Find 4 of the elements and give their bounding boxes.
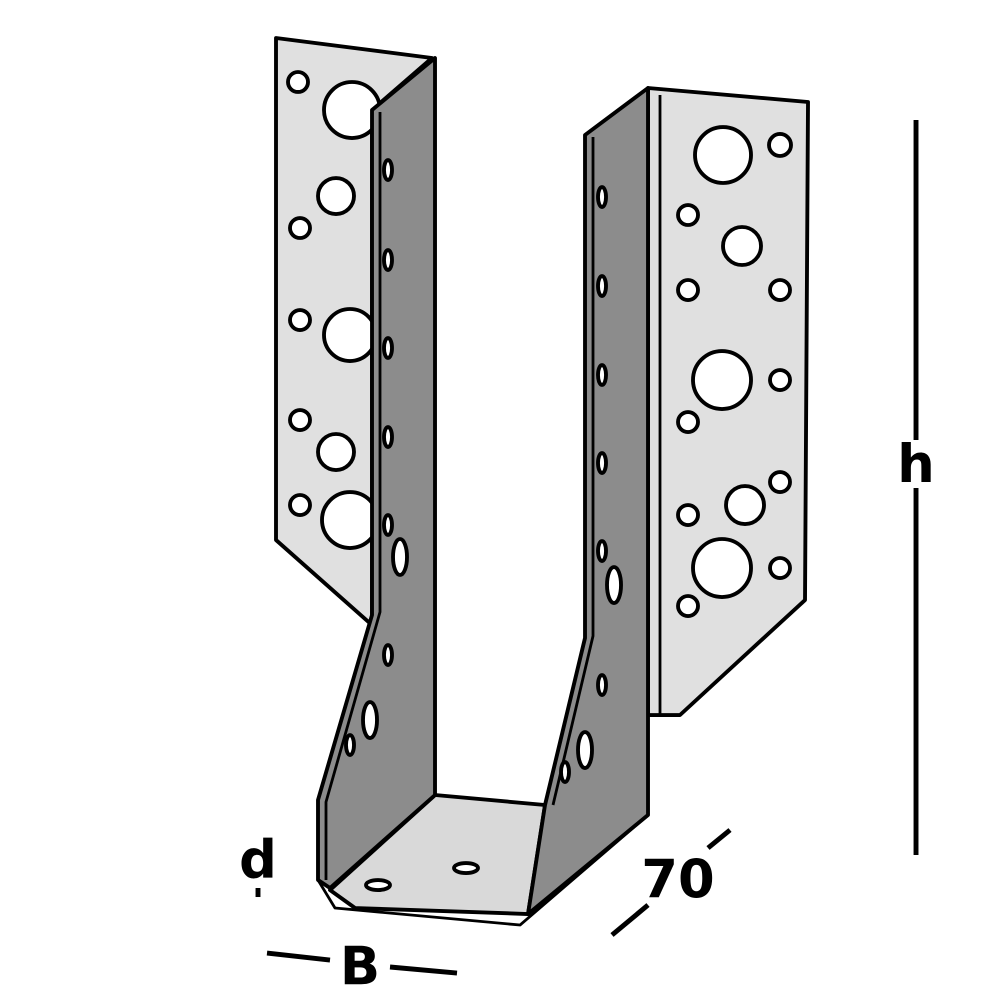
dimension-label: B xyxy=(344,946,376,984)
dimension-label: h xyxy=(902,442,931,482)
dimension-label: 70 xyxy=(644,858,712,898)
dimension-label: d xyxy=(242,838,272,878)
